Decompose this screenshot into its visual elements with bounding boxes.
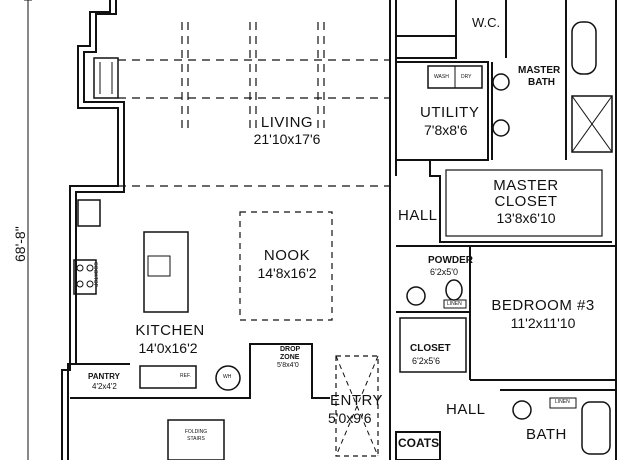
bedroom3-size: 11'2x11'10 (510, 315, 576, 331)
linen-bath-label: LINEN (555, 399, 570, 405)
master-closet-label-line2: CLOSET (494, 193, 558, 210)
water-heater-label: WH (223, 374, 232, 380)
entry-size: 5'0x9'6 (328, 410, 372, 426)
folding-stairs-label-line2: STAIRS (187, 436, 205, 442)
refrigerator-label: REF. (180, 373, 191, 379)
kitchen-label: KITCHEN (135, 322, 205, 339)
wc-label: W.C. (472, 15, 501, 30)
entry-label: ENTRY (330, 392, 384, 409)
hall-upper-label: HALL (398, 207, 438, 224)
powder-label: POWDER (428, 255, 473, 266)
closet-label: CLOSET (410, 343, 451, 354)
exterior-wall-left (61, 0, 119, 460)
master-bath-label-line2: BATH (528, 77, 556, 88)
hall-lower-label: HALL (446, 401, 486, 418)
drop-zone-label-line1: DROP (280, 346, 301, 353)
bath-label: BATH (526, 426, 567, 443)
fireplace (93, 57, 119, 99)
powder-size: 6'2x5'0 (430, 267, 458, 277)
utility-size: 7'8x8'6 (424, 122, 468, 138)
utility-label: UTILITY (420, 104, 480, 121)
kitchen-size: 14'0x16'2 (138, 340, 198, 356)
closet-size: 6'2x5'6 (412, 356, 440, 366)
washer-label: WASH (434, 74, 449, 80)
nook-size: 14'8x16'2 (257, 265, 317, 281)
nook-label: NOOK (263, 247, 311, 264)
living-label: LIVING (260, 114, 314, 131)
dryer-label: DRY (461, 74, 472, 80)
coats-label: COATS (398, 436, 440, 450)
master-closet-size: 13'8x6'10 (496, 210, 556, 226)
pantry-label: PANTRY (88, 372, 120, 381)
living-size: 21'10x17'6 (253, 131, 321, 147)
overall-dimension-label: 68'-8" (12, 226, 28, 262)
master-bath-label-line1: MASTER (518, 65, 561, 76)
bedroom3-label: BEDROOM #3 (491, 297, 595, 314)
drop-zone-size: 5'8x4'0 (277, 362, 299, 369)
cooktop-label: COOKTOP (92, 262, 98, 287)
drop-zone-label-line2: ZONE (280, 354, 300, 361)
pantry-size: 4'2x4'2 (92, 382, 117, 391)
linen-powder-label: LINEN (447, 301, 462, 307)
folding-stairs-label-line1: FOLDING (184, 429, 208, 435)
master-closet-label-line1: MASTER (493, 177, 559, 194)
nook-ceiling (239, 211, 333, 321)
